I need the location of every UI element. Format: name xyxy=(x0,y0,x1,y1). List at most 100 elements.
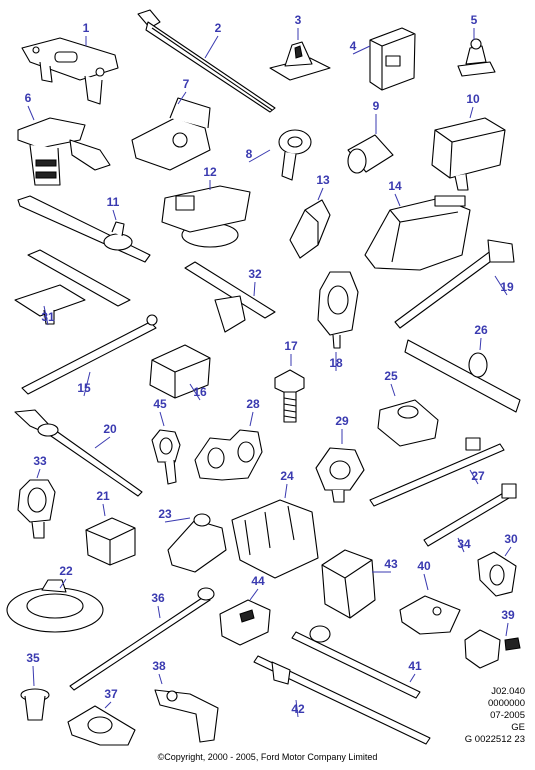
callout-number-12: 12 xyxy=(203,165,217,179)
part-45-drawing xyxy=(151,429,181,485)
callout-leader-45 xyxy=(159,411,165,427)
callout-leader-33 xyxy=(36,468,41,479)
part-22-drawing xyxy=(6,579,104,633)
part-30-drawing xyxy=(477,551,517,597)
callout-leader-27 xyxy=(469,469,479,485)
part-15-drawing xyxy=(21,314,158,395)
part-20-drawing xyxy=(14,409,143,497)
callout-number-15: 15 xyxy=(77,381,91,395)
callout-leader-8 xyxy=(248,149,271,163)
callout-leader-44 xyxy=(249,588,259,601)
callout-number-22: 22 xyxy=(59,564,73,578)
part-12-drawing xyxy=(161,185,251,248)
callout-number-6: 6 xyxy=(25,91,32,105)
callout-number-27: 27 xyxy=(471,469,485,483)
callout-leader-36 xyxy=(157,605,161,619)
callout-leader-39 xyxy=(505,622,509,637)
part-17-drawing xyxy=(274,369,305,423)
part-41-drawing xyxy=(291,625,421,699)
callout-number-36: 36 xyxy=(151,591,165,605)
part-27-drawing xyxy=(369,437,505,507)
part-18-drawing xyxy=(317,271,359,349)
callout-leader-32 xyxy=(253,281,256,297)
callout-number-2: 2 xyxy=(215,21,222,35)
callout-number-39: 39 xyxy=(501,608,515,622)
part-40-drawing xyxy=(399,595,461,635)
part-19-drawing xyxy=(394,239,515,329)
callout-number-7: 7 xyxy=(183,77,190,91)
callout-number-1: 1 xyxy=(83,21,90,35)
part-31-drawing xyxy=(14,249,131,325)
callout-number-16: 16 xyxy=(193,385,207,399)
callout-leader-31 xyxy=(43,305,49,326)
callout-number-34: 34 xyxy=(457,537,471,551)
callout-number-4: 4 xyxy=(350,39,357,53)
part-9-drawing xyxy=(347,134,394,174)
part-33-drawing xyxy=(17,479,56,539)
callout-number-18: 18 xyxy=(329,356,343,370)
part-34-drawing xyxy=(423,483,517,547)
callout-leader-21 xyxy=(102,503,106,517)
callout-leader-37 xyxy=(104,701,112,709)
callout-number-33: 33 xyxy=(33,454,47,468)
callout-leader-35 xyxy=(32,665,35,687)
reference-block: J02.040 0000000 07-2005 GE G 0022512 23 xyxy=(465,686,525,746)
callout-leader-22 xyxy=(59,578,67,589)
part-36-drawing xyxy=(69,587,215,691)
callout-leader-28 xyxy=(249,411,254,427)
reference-code: J02.040 xyxy=(491,686,525,697)
part-1-drawing xyxy=(21,37,119,105)
part-4-drawing xyxy=(369,27,416,91)
callout-leader-20 xyxy=(94,436,111,449)
callout-number-9: 9 xyxy=(373,99,380,113)
callout-leader-25 xyxy=(390,383,396,397)
part-16-drawing xyxy=(149,344,211,399)
callout-leader-6 xyxy=(27,105,35,121)
callout-leader-16 xyxy=(189,383,201,401)
callout-number-32: 32 xyxy=(248,267,262,281)
part-25-drawing xyxy=(377,399,439,447)
part-6-drawing xyxy=(17,117,111,186)
reference-date: 07-2005 xyxy=(490,710,525,721)
callout-number-35: 35 xyxy=(26,651,40,665)
part-42-drawing xyxy=(253,655,431,745)
callout-leader-23 xyxy=(164,517,191,523)
callout-leader-4 xyxy=(352,45,371,55)
part-39-drawing xyxy=(464,629,521,669)
part-38-drawing xyxy=(154,689,219,743)
callout-number-19: 19 xyxy=(500,280,514,294)
part-13-drawing xyxy=(289,199,331,259)
callout-leader-40 xyxy=(423,573,429,591)
callout-leader-13 xyxy=(317,187,324,201)
callout-number-21: 21 xyxy=(96,489,110,503)
part-35-drawing xyxy=(20,688,50,721)
part-26-drawing xyxy=(404,339,521,413)
callout-number-14: 14 xyxy=(388,179,402,193)
callout-leader-30 xyxy=(504,546,512,557)
callout-leader-24 xyxy=(284,483,288,499)
callout-number-17: 17 xyxy=(284,339,298,353)
callout-leader-11 xyxy=(112,209,117,221)
callout-number-24: 24 xyxy=(280,469,294,483)
callout-leader-10 xyxy=(469,106,474,119)
callout-leader-34 xyxy=(457,537,465,553)
callout-number-20: 20 xyxy=(103,422,117,436)
callout-number-45: 45 xyxy=(153,397,167,411)
callout-number-5: 5 xyxy=(471,13,478,27)
part-5-drawing xyxy=(457,38,496,77)
callout-leader-15 xyxy=(83,371,91,397)
callout-number-44: 44 xyxy=(251,574,265,588)
callout-number-42: 42 xyxy=(291,702,305,716)
part-32-drawing xyxy=(184,261,276,333)
callout-number-29: 29 xyxy=(335,414,349,428)
callout-number-43: 43 xyxy=(384,557,398,571)
part-11-drawing xyxy=(17,195,151,263)
callout-leader-14 xyxy=(394,193,401,207)
part-28-drawing xyxy=(194,429,263,481)
callout-number-8: 8 xyxy=(246,147,253,161)
part-29-drawing xyxy=(315,447,365,503)
callout-number-30: 30 xyxy=(504,532,518,546)
callout-number-11: 11 xyxy=(107,195,120,209)
callout-number-41: 41 xyxy=(408,659,422,673)
